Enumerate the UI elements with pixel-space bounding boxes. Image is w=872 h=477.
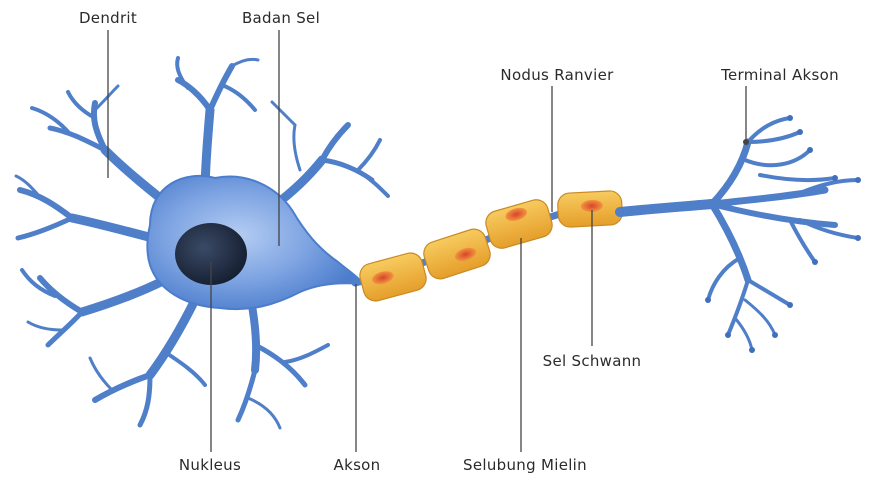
- terminal-branch: [735, 318, 752, 350]
- dendrite-branch: [40, 278, 82, 312]
- terminal-branch: [712, 142, 748, 204]
- dendrite-branch: [82, 280, 165, 312]
- dendrite-branch: [95, 86, 118, 110]
- terminal-branch: [728, 280, 748, 335]
- terminal-branch: [620, 204, 712, 212]
- schwann-cell: [421, 226, 494, 282]
- dendrite-branch: [28, 322, 62, 330]
- terminal-branch: [708, 258, 740, 300]
- label-nodus-ranvier: Nodus Ranvier: [500, 66, 614, 84]
- axon-terminals: [620, 115, 861, 353]
- terminal-bulb: [807, 147, 813, 153]
- dendrite-branch: [150, 300, 195, 375]
- terminal-bulb: [749, 347, 755, 353]
- terminal-branch: [748, 280, 790, 305]
- terminal-bulb: [787, 115, 793, 121]
- label-selubung-mielin: Selubung Mielin: [463, 456, 587, 474]
- terminal-branch: [712, 204, 835, 225]
- terminal-bulb: [855, 235, 861, 241]
- dendrite-branch: [360, 172, 388, 196]
- dendrite-branch: [272, 102, 295, 125]
- dendrite-branch: [18, 218, 72, 238]
- dendrite-branch: [140, 375, 150, 425]
- label-nukleus: Nukleus: [179, 456, 241, 474]
- dendrite-branch: [358, 140, 380, 170]
- terminal-branch: [712, 204, 748, 280]
- dendrite-branch: [232, 59, 258, 66]
- terminal-bulb: [772, 332, 778, 338]
- terminal-bulb: [832, 175, 838, 181]
- dendrite-branch: [22, 270, 55, 296]
- terminal-bulb: [787, 302, 793, 308]
- dendrite-branch: [322, 125, 348, 160]
- terminal-branch: [712, 190, 825, 204]
- dendrite-branch: [72, 218, 160, 240]
- dendrite-branch: [222, 85, 255, 110]
- dendrite-branch: [90, 358, 112, 390]
- label-terminal-akson: Terminal Akson: [720, 66, 839, 84]
- schwann-cell: [357, 250, 429, 303]
- leader-dot-terminal: [743, 139, 749, 145]
- dendrite-branch: [165, 352, 205, 385]
- myelin-sheath: [357, 190, 623, 303]
- schwann-cell: [483, 197, 555, 251]
- dendrite-branch: [20, 190, 72, 218]
- dendrite-branch: [238, 370, 255, 420]
- dendrite-branch: [294, 125, 300, 170]
- terminal-bulb: [725, 332, 731, 338]
- label-akson: Akson: [334, 456, 381, 474]
- dendrite-branch: [285, 345, 328, 362]
- label-badan-sel: Badan Sel: [242, 9, 320, 27]
- dendrite-branch: [68, 92, 95, 118]
- terminal-branch: [760, 175, 835, 180]
- terminal-bulb: [812, 259, 818, 265]
- terminal-bulb: [705, 297, 711, 303]
- label-dendrit: Dendrit: [79, 9, 137, 27]
- schwann-cell: [557, 190, 623, 227]
- terminal-bulb: [797, 129, 803, 135]
- terminal-bulb: [855, 177, 861, 183]
- dendrite-branch: [255, 345, 305, 385]
- terminal-branch: [745, 300, 775, 335]
- terminal-branch: [745, 150, 810, 165]
- dendrite-branch: [178, 80, 210, 110]
- label-sel-schwann: Sel Schwann: [543, 352, 642, 370]
- dendrite-branch: [248, 398, 280, 428]
